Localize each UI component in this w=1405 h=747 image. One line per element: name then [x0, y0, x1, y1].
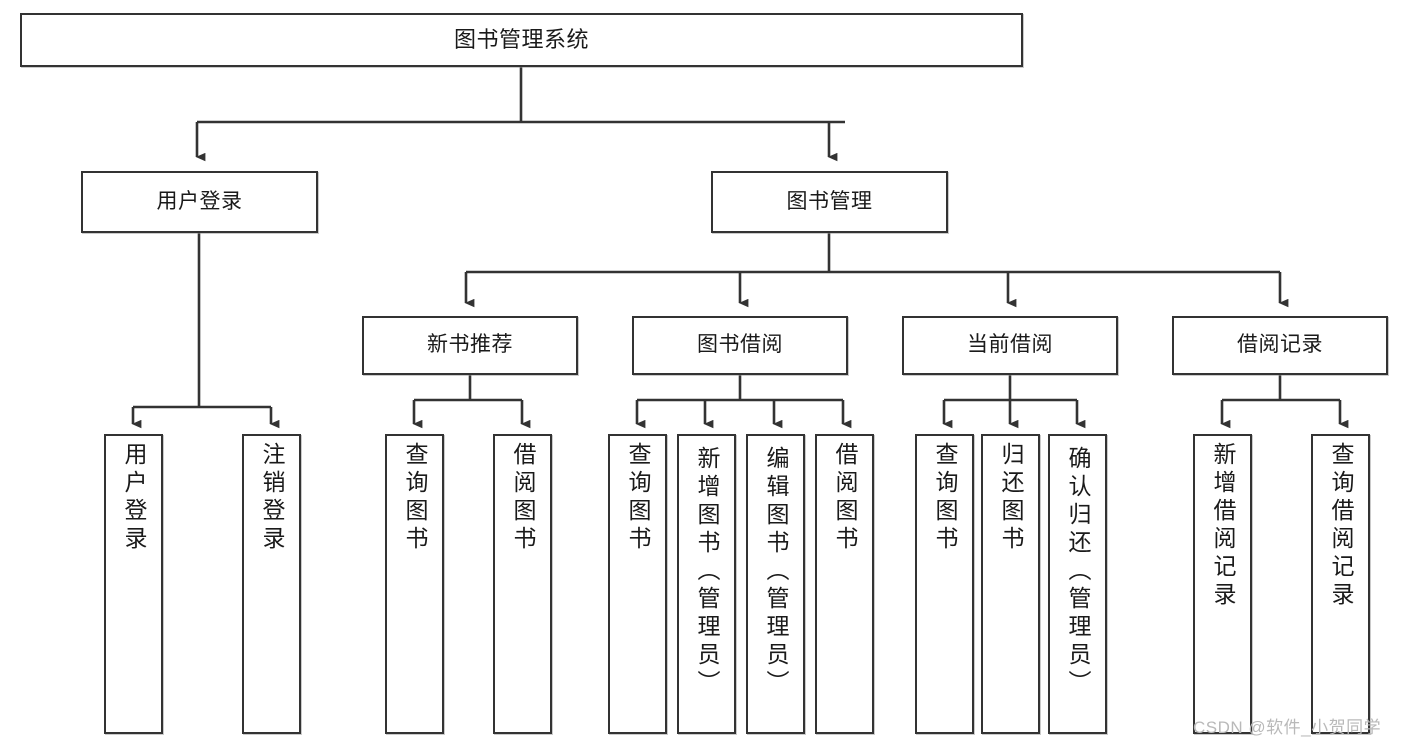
node-label: 新书推荐: [427, 333, 513, 357]
node-label: 图书借阅: [697, 333, 783, 357]
leaf-user-login[interactable]: 用户登录: [104, 434, 163, 734]
node-root-system[interactable]: 图书管理系统: [20, 13, 1023, 67]
node-label: 借阅图书: [510, 442, 536, 554]
node-label: 归还图书: [998, 442, 1024, 554]
leaf-borrow-book[interactable]: 借阅图书: [815, 434, 874, 734]
leaf-borrow-book-recommend[interactable]: 借阅图书: [493, 434, 552, 734]
node-new-book-recommend[interactable]: 新书推荐: [362, 316, 578, 375]
node-label: 借阅图书: [832, 442, 858, 554]
watermark-text: CSDN @软件_小贺同学: [1193, 718, 1382, 737]
leaf-query-book-borrow[interactable]: 查询图书: [608, 434, 667, 734]
leaf-edit-book-admin[interactable]: 编辑图书（管理员）: [746, 434, 805, 734]
leaf-add-book-admin[interactable]: 新增图书（管理员）: [677, 434, 736, 734]
leaf-query-book-current[interactable]: 查询图书: [915, 434, 974, 734]
leaf-logout[interactable]: 注销登录: [242, 434, 301, 734]
node-book-management[interactable]: 图书管理: [711, 171, 948, 233]
node-label: 确认归还（管理员）: [1065, 446, 1091, 698]
node-current-borrow[interactable]: 当前借阅: [902, 316, 1118, 375]
node-label: 图书管理: [786, 189, 873, 213]
node-label: 用户登录: [156, 189, 243, 213]
node-user-login[interactable]: 用户登录: [81, 171, 318, 233]
leaf-query-book-recommend[interactable]: 查询图书: [385, 434, 444, 734]
leaf-return-book[interactable]: 归还图书: [981, 434, 1040, 734]
node-label: 查询图书: [625, 442, 651, 554]
leaf-query-borrow-record[interactable]: 查询借阅记录: [1311, 434, 1370, 734]
node-label: 查询图书: [932, 442, 958, 554]
node-label: 注销登录: [259, 442, 285, 554]
leaf-add-borrow-record[interactable]: 新增借阅记录: [1193, 434, 1252, 734]
node-label: 新增图书（管理员）: [694, 446, 720, 698]
node-label: 当前借阅: [967, 333, 1053, 357]
leaf-confirm-return-admin[interactable]: 确认归还（管理员）: [1048, 434, 1107, 734]
node-label: 新增借阅记录: [1210, 442, 1236, 610]
node-label: 借阅记录: [1237, 333, 1323, 357]
node-label: 用户登录: [121, 442, 147, 554]
node-label: 查询借阅记录: [1328, 442, 1354, 610]
node-borrow-record[interactable]: 借阅记录: [1172, 316, 1388, 375]
node-label: 查询图书: [402, 442, 428, 554]
node-label: 图书管理系统: [453, 27, 589, 53]
node-book-borrow[interactable]: 图书借阅: [632, 316, 848, 375]
node-label: 编辑图书（管理员）: [763, 446, 789, 698]
